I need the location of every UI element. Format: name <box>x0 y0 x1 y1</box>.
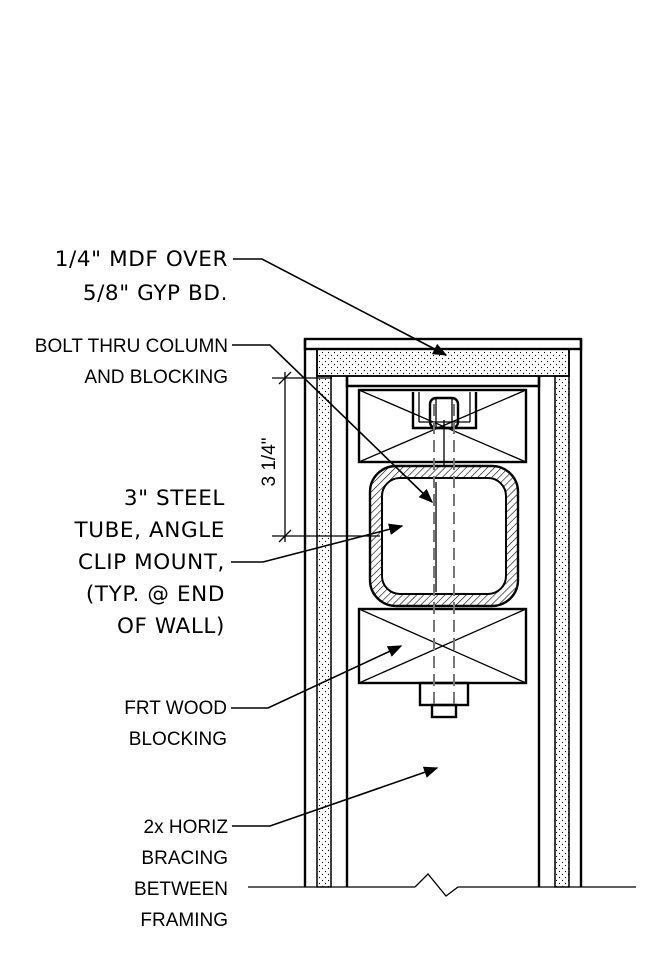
break-line <box>248 873 636 897</box>
label-frt: FRT WOOD BLOCKING <box>124 698 227 750</box>
label-bolt-line-1: BOLT THRU COLUMN <box>35 336 228 357</box>
top-frt-block <box>357 388 528 464</box>
label-mdf: 1/4" MDF OVER 5/8" GYP BD. <box>55 247 228 306</box>
label-tube-line-2: TUBE, ANGLE <box>74 518 226 543</box>
left-gyp-layer <box>316 375 332 888</box>
label-frt-line-1: FRT WOOD <box>124 698 227 719</box>
label-bolt-line-2: AND BLOCKING <box>84 367 228 388</box>
dimension-text: 3 1/4" <box>259 437 280 486</box>
label-mdf-line-1: 1/4" MDF OVER <box>55 247 228 272</box>
label-tube: 3" STEEL TUBE, ANGLE CLIP MOUNT, (TYP. @… <box>74 486 226 639</box>
wall-assembly <box>303 337 583 888</box>
label-tube-line-5: OF WALL) <box>117 614 225 639</box>
label-tube-line-1: 3" STEEL <box>124 486 225 511</box>
label-tube-line-3: CLIP MOUNT, <box>78 550 225 575</box>
label-bracing: 2x HORIZ BRACING BETWEEN FRAMING <box>134 817 228 931</box>
bottom-frt-block <box>357 607 528 719</box>
bolt <box>433 404 455 708</box>
steel-tube <box>368 464 520 608</box>
label-mdf-line-2: 5/8" GYP BD. <box>83 281 228 306</box>
label-bracing-line-2: BRACING <box>141 848 228 869</box>
top-mdf-layer <box>303 337 583 351</box>
label-bolt: BOLT THRU COLUMN AND BLOCKING <box>35 336 228 388</box>
right-gyp-layer <box>554 375 570 888</box>
label-bracing-line-1: 2x HORIZ <box>144 817 229 838</box>
label-frt-line-2: BLOCKING <box>129 729 227 750</box>
bottom-nut <box>418 681 470 707</box>
leaders <box>231 258 448 827</box>
label-bracing-line-3: BETWEEN <box>134 879 228 900</box>
label-tube-line-4: (TYP. @ END <box>86 582 225 607</box>
label-bracing-line-4: FRAMING <box>140 910 228 931</box>
